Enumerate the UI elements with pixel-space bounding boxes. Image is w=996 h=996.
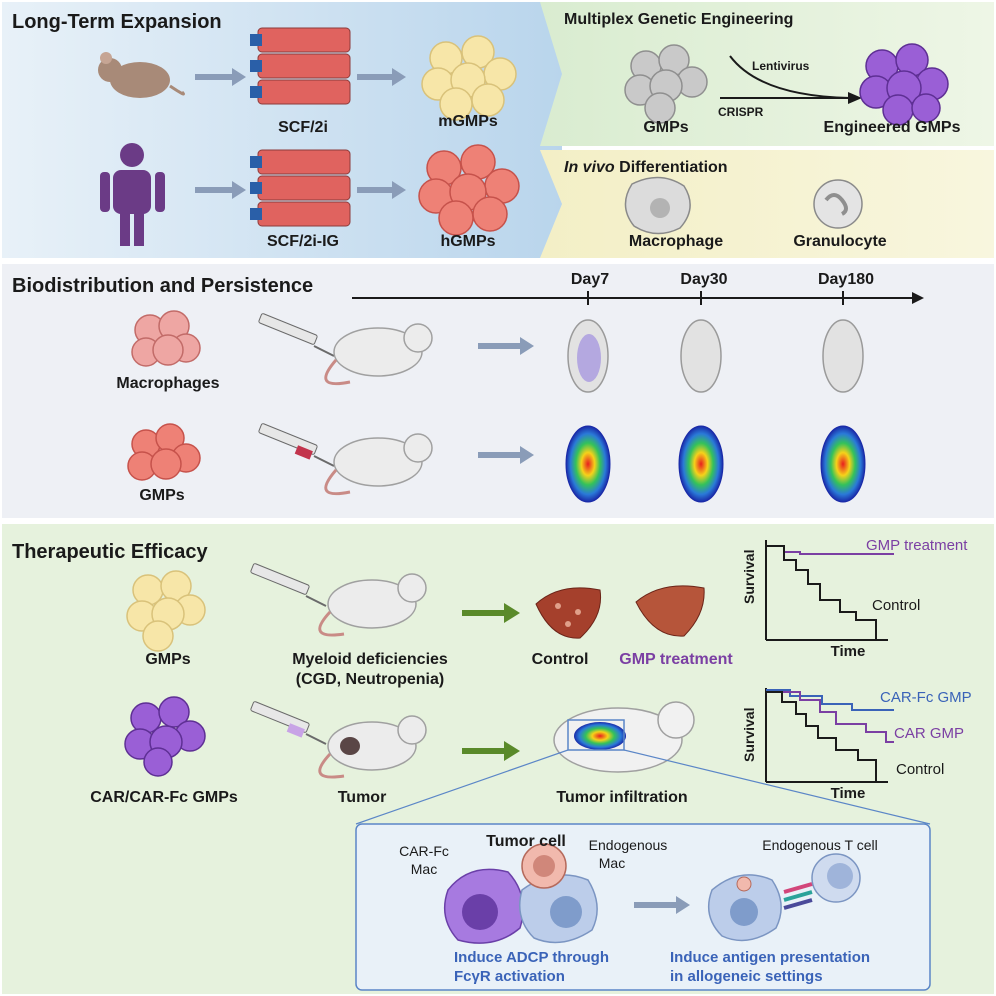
flask-stack-human: [250, 149, 351, 227]
endo-mac-cell-2: [707, 874, 782, 942]
engineering-output-label: Engineered GMPs: [823, 119, 961, 136]
chart1-xlabel: Time: [830, 643, 866, 660]
endo-t-label: Endogenous T cell: [762, 837, 878, 853]
adcp-label-line2: FcγR activation: [454, 968, 565, 985]
endo-mac-cell-1: [519, 874, 598, 944]
survival-chart-2: [765, 688, 894, 783]
expansion-arrows: [195, 68, 406, 199]
tumor-infiltration-label: Tumor infiltration: [556, 789, 688, 806]
disease-label-line1: Myeloid deficiencies: [292, 651, 448, 668]
differentiation-title: In vivo Differentiation: [564, 160, 728, 176]
engineering-arrowhead: [848, 92, 862, 104]
chart2-control-label: Control: [896, 761, 945, 778]
tumor-cell-label: Tumor cell: [486, 833, 566, 850]
lentivirus-label: Lentivirus: [752, 59, 810, 73]
macrophage-icon: [624, 176, 691, 235]
mechanism-arrow: [634, 896, 690, 914]
macrophage-signal-day7: [577, 334, 601, 382]
timeline-arrowhead: [912, 292, 924, 304]
efficacy-title: Therapeutic Efficacy: [12, 541, 208, 563]
syringe-2: [258, 423, 335, 467]
mouse-myeloid: [318, 573, 427, 637]
liver-control: [535, 587, 602, 639]
engineering-title: Multiplex Genetic Engineering: [564, 11, 794, 28]
antigen-label-line1: Induce antigen presentation: [670, 949, 871, 966]
engineered-gmp-cluster: [859, 43, 949, 126]
mouse-silhouettes-gmp: [565, 425, 866, 503]
engineering-input-label: GMPs: [643, 119, 689, 136]
endo-mac-label-line1: Endogenous: [588, 837, 668, 853]
receptor-ligands: [783, 882, 813, 910]
liver-treated-label: GMP treatment: [619, 651, 733, 668]
macrophages-row-label: Macrophages: [116, 375, 220, 392]
flask-stack-mouse: [250, 27, 351, 105]
biodistribution-title: Biodistribution and Persistence: [12, 275, 314, 297]
zoom-lines: [355, 749, 931, 825]
mgmp-cluster: [421, 35, 517, 121]
car-gmp-cluster: [124, 696, 206, 777]
chart1-ylabel: Survival: [741, 549, 757, 604]
carfc-mac-label-line2: Mac: [410, 861, 438, 877]
carfc-mac-label-line1: CAR-Fc: [399, 843, 449, 859]
chart2-ylabel: Survival: [741, 707, 757, 762]
macrophage-label: Macrophage: [628, 233, 724, 250]
timeline-ticks: [587, 291, 844, 305]
chart1-treated-label: GMP treatment: [866, 537, 968, 554]
differentiation-title-rest: Differentiation: [614, 159, 728, 176]
gmp-yellow-cluster: [126, 570, 206, 652]
timepoint-day30: Day30: [680, 271, 728, 288]
chart2-car-line: [766, 691, 894, 743]
mouse-injected-1: [324, 323, 433, 386]
syringe-3: [250, 563, 327, 607]
tumor-cell: [521, 843, 567, 889]
liver-control-label: Control: [531, 651, 589, 668]
gmp-gray-cluster: [624, 44, 708, 124]
timepoint-day180: Day180: [817, 271, 875, 288]
biodistribution-arrows: [478, 337, 534, 464]
endo-t-cell: [811, 853, 861, 903]
human-medium-label: SCF/2i-IG: [266, 233, 340, 250]
chart2-xlabel: Time: [830, 785, 866, 802]
car-gmps-label: CAR/CAR-Fc GMPs: [90, 789, 238, 806]
differentiation-title-italic: In vivo: [564, 159, 615, 176]
chart2-control-line: [766, 691, 877, 782]
adcp-label-line1: Induce ADCP through: [454, 949, 609, 966]
human-icon: [100, 143, 165, 246]
granulocyte-label: Granulocyte: [793, 233, 887, 250]
mouse-medium-label: SCF/2i: [278, 119, 328, 136]
hgmp-cluster: [418, 144, 520, 236]
syringe-1: [258, 313, 335, 357]
granulocyte-icon: [813, 179, 863, 229]
timepoint-day7: Day7: [570, 271, 610, 288]
expansion-title: Long-Term Expansion: [12, 11, 222, 33]
mouse-tumor: [318, 715, 427, 779]
carfc-mac-cell: [443, 868, 524, 944]
efficacy-gmps-label: GMPs: [145, 651, 191, 668]
antigen-label-line2: in allogeneic settings: [670, 968, 823, 985]
tumor-label: Tumor: [337, 789, 387, 806]
chart2-carfc-label: CAR-Fc GMP: [880, 689, 972, 706]
efficacy-arrows: [462, 603, 520, 761]
chart1-control-label: Control: [872, 597, 921, 614]
gmps-row-label: GMPs: [139, 487, 185, 504]
mouse-injected-2: [324, 433, 433, 496]
mouse-silhouettes-macrophage: [567, 319, 864, 393]
mouse-product-label: mGMPs: [438, 113, 498, 130]
liver-treated: [635, 585, 705, 637]
crispr-label: CRISPR: [718, 105, 764, 119]
chart1-control-line: [766, 545, 877, 640]
chart2-car-label: CAR GMP: [894, 725, 965, 742]
survival-chart-1: [765, 540, 894, 641]
macrophage-cluster: [131, 310, 201, 367]
gmp-red-cluster: [127, 423, 201, 481]
endo-mac-label-line2: Mac: [598, 855, 626, 871]
syringe-4: [250, 701, 327, 745]
human-product-label: hGMPs: [440, 233, 496, 250]
disease-label-line2: (CGD, Neutropenia): [295, 671, 445, 688]
mouse-icon: [98, 52, 185, 98]
